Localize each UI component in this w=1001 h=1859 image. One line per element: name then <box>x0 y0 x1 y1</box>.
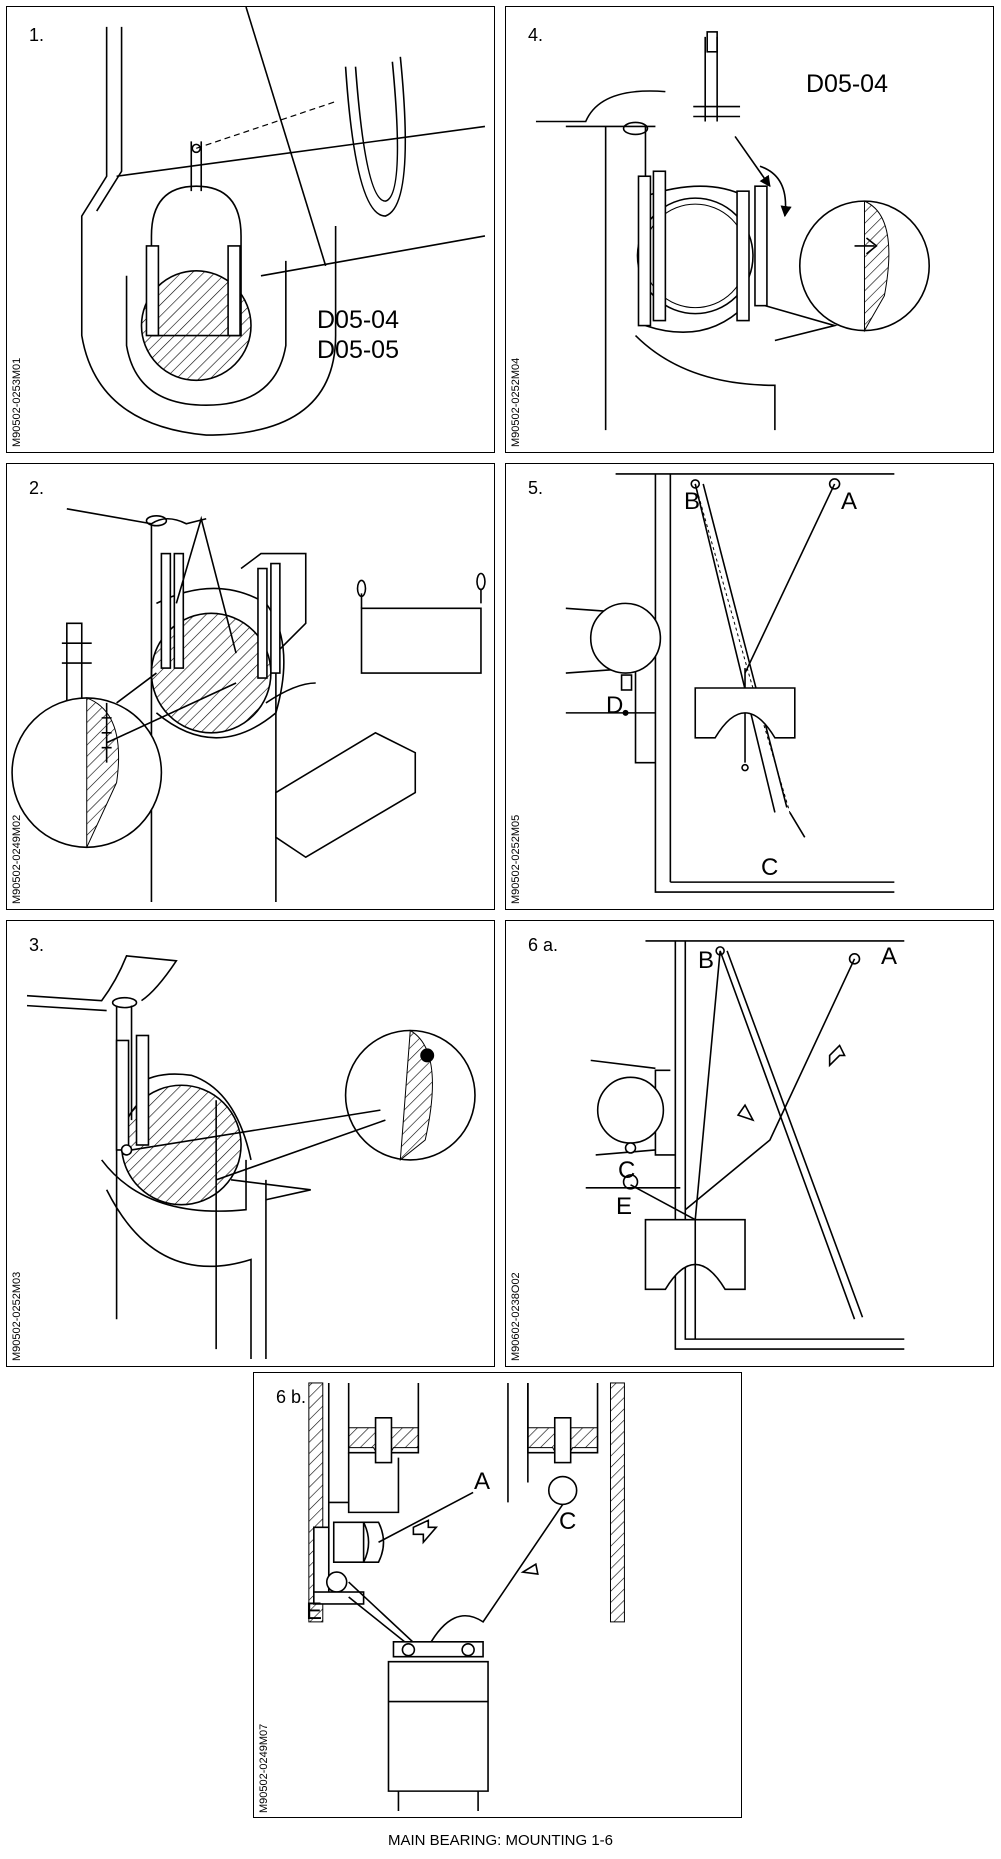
panel-5-illustration <box>565 473 895 893</box>
point-label-b: B <box>698 947 715 974</box>
panel-1-illustration <box>80 7 486 436</box>
panel-number: 3. <box>29 935 45 955</box>
point-label-a: A <box>881 943 898 970</box>
reference-label: D05-04 <box>317 306 399 334</box>
panel-4-illustration <box>535 31 930 431</box>
panel-number: 6 a. <box>528 935 559 955</box>
panel-6a-illustration <box>585 940 905 1350</box>
panel-6b: 6 b. M90502-0249M07 A C E <box>253 1372 742 1818</box>
panel-5: 5. M90502-0252M05 B A D C <box>505 463 994 910</box>
figure-caption: MAIN BEARING: MOUNTING 1-6 <box>387 1832 614 1849</box>
drawing-code: M90502-0249M07 <box>258 1723 270 1813</box>
point-label-e: E <box>306 1598 323 1625</box>
point-label-a: A <box>474 1468 491 1495</box>
point-label-e: E <box>616 1193 633 1220</box>
panel-1: 1. M90502-0253M01 D05-04 D05-05 <box>6 6 495 453</box>
panel-2: 2. M90502-0249M02 <box>6 463 495 910</box>
panel-number: 6 b. <box>276 1387 307 1407</box>
panel-number: 2. <box>29 478 45 498</box>
drawing-code: M90502-0252M03 <box>11 1271 23 1361</box>
panel-number: 1. <box>29 25 45 45</box>
reference-label: D05-05 <box>317 336 399 364</box>
panel-6b-illustration <box>308 1382 625 1812</box>
point-label-c: C <box>618 1157 636 1184</box>
panel-4: 4. M90502-0252M04 D05-04 <box>505 6 994 453</box>
point-label-a: A <box>841 488 858 515</box>
panel-2-illustration <box>11 508 486 903</box>
panel-number: 4. <box>528 25 544 45</box>
drawing-code: M90502-0252M04 <box>510 357 522 447</box>
point-label-c: C <box>559 1508 577 1535</box>
panel-number: 5. <box>528 478 544 498</box>
panel-3: 3. M90502-0252M03 <box>6 920 495 1367</box>
point-label-b: B <box>684 488 701 515</box>
drawing-code: M90502-0252M05 <box>510 814 522 904</box>
drawing-code: M90502-0253M01 <box>11 357 23 447</box>
panel-3-illustration <box>26 954 476 1360</box>
reference-label: D05-04 <box>806 70 888 98</box>
point-label-c: C <box>761 854 779 881</box>
drawing-code: M90602-0238O02 <box>510 1272 522 1361</box>
panel-6a: 6 a. M90602-0238O02 B A C E <box>505 920 994 1367</box>
drawing-code: M90502-0249M02 <box>11 814 23 904</box>
point-label-d: D <box>606 692 624 719</box>
